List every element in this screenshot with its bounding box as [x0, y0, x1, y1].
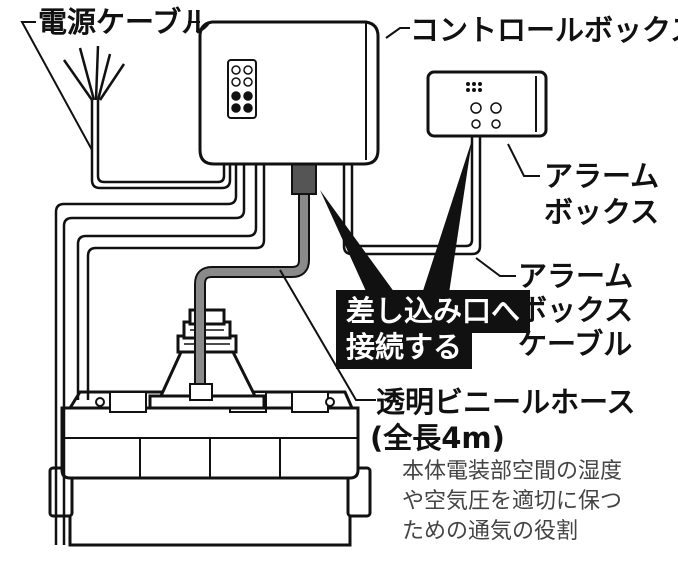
alarm-box-label-line1: アラーム [544, 159, 660, 193]
hose-connector [291, 159, 317, 195]
power-cable [62, 45, 232, 190]
alarm-speaker-icon [466, 82, 482, 92]
alarm-box-body [426, 70, 548, 138]
tank-latch-right [291, 391, 329, 413]
hose-bottom-fitting [189, 383, 213, 401]
tank-latch-left [109, 391, 147, 413]
alarm-box [426, 70, 548, 138]
control-box-body [198, 20, 380, 166]
cables [54, 164, 266, 545]
hose-description-line3: ための通気の役割 [402, 519, 579, 544]
alarm-box-label-line2: ボックス [544, 195, 660, 229]
control-box-label: コントロールボックス [410, 13, 678, 47]
leader-lines [20, 21, 540, 401]
tank [48, 390, 372, 547]
callout-pointer [320, 140, 472, 300]
power-cable-label: 電源ケーブル [38, 5, 211, 39]
connect-callout-line1: 差し込み口へ [336, 290, 531, 333]
hose-description-line1: 本体電装部空間の湿度 [402, 459, 623, 484]
alarm-cable-label-line1: アラーム [518, 259, 634, 293]
connect-callout-line2: 接続する [336, 326, 473, 369]
hose [189, 159, 317, 401]
hose-length: (全長4m) [370, 421, 505, 455]
alarm-cable-label-line2: ボックス [518, 293, 634, 327]
alarm-cable-label-line3: ケーブル [518, 327, 633, 361]
tank-lower-body [68, 468, 352, 547]
hose-description-line2: や空気圧を適切に保つ [402, 489, 623, 514]
hose-title: 透明ビニールホース [376, 385, 636, 419]
pump-column [148, 308, 266, 410]
control-box [198, 20, 380, 166]
